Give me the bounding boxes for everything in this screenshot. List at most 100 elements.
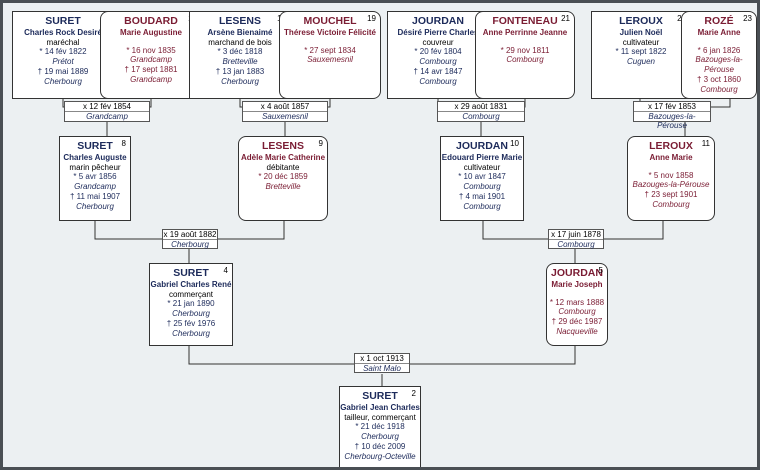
given-names: Adèle Marie Catherine	[240, 152, 326, 162]
surname: LEROUX	[619, 15, 663, 27]
sosa-number: 23	[743, 14, 752, 23]
occupation: tailleur, commerçant	[344, 412, 416, 422]
person-card-19[interactable]: 19 MOUCHEL Thérese Victoire Félicité * 2…	[279, 11, 381, 99]
given-names: Marie Anne	[697, 27, 741, 37]
given-names: Charles Rock Desiré	[24, 27, 102, 37]
sosa-number: 2	[411, 389, 416, 398]
marriage-label-5: x 17 juin 1878 Combourg	[548, 229, 604, 249]
given-names: Anne Marie	[649, 152, 693, 162]
person-card-2[interactable]: 2 SURET Gabriel Jean Charles tailleur, c…	[339, 386, 421, 467]
marriage-date: x 19 août 1882	[163, 230, 217, 241]
birth-place: Sauxemesnil	[307, 55, 353, 65]
death-place: Cherbourg	[172, 328, 210, 338]
sosa-number: 10	[510, 139, 519, 148]
sosa-number: 5	[598, 266, 603, 275]
death-place: Combourg	[463, 201, 501, 211]
marriage-label-2: x 1 oct 1913 Saint Malo	[354, 353, 410, 373]
death-date: † 11 mai 1907	[69, 191, 121, 201]
death-date: † 23 sept 1901	[644, 190, 698, 200]
marriage-place: Combourg	[462, 112, 500, 122]
marriage-date: x 1 oct 1913	[355, 354, 409, 365]
marriage-place: Cherbourg	[171, 240, 209, 250]
marriage-label-11: x 17 fév 1853 Bazouges-la-Pérouse	[633, 101, 711, 130]
person-card-18[interactable]: 18 LESENS Arsène Bienaimé marchand de bo…	[189, 11, 291, 99]
birth-place: Bretteville	[222, 57, 258, 67]
birth-date: * 5 nov 1858	[648, 170, 694, 180]
person-card-21[interactable]: 21 FONTENEAU Anne Perrinne Jeanne * 29 n…	[475, 11, 575, 99]
birth-date: * 29 nov 1811	[500, 45, 550, 55]
occupation: marin pêcheur	[69, 162, 121, 172]
occupation: couvreur	[422, 37, 454, 47]
birth-place: Combourg	[419, 57, 457, 67]
surname: LEROUX	[649, 140, 693, 152]
death-date: † 3 oct 1860	[696, 74, 742, 84]
marriage-place: Combourg	[557, 240, 595, 250]
surname: SURET	[173, 267, 209, 279]
death-place: Grandcamp	[130, 74, 172, 84]
death-place: Nacqueville	[556, 326, 598, 336]
occupation: débitante	[266, 162, 300, 172]
birth-date: * 11 sept 1822	[615, 47, 667, 57]
given-names: Gabriel Jean Charles	[340, 402, 420, 412]
given-names: Edouard Pierre Marie	[441, 152, 523, 162]
given-names: Julien Noël	[619, 27, 663, 37]
sosa-number: 19	[367, 14, 376, 23]
marriage-label-10: x 29 août 1831 Combourg	[437, 101, 525, 122]
birth-place: Bazouges-la-Pérouse	[632, 180, 710, 190]
birth-date: * 6 jan 1826	[697, 45, 741, 55]
death-date: † 14 avr 1847	[413, 66, 463, 76]
birth-date: * 3 déc 1818	[217, 47, 263, 57]
birth-place: Cherbourg	[172, 309, 210, 319]
marriage-place: Grandcamp	[86, 112, 128, 122]
person-card-16[interactable]: 16 SURET Charles Rock Desiré maréchal * …	[12, 11, 114, 99]
birth-date: * 21 déc 1918	[355, 422, 405, 432]
death-place: Cherbourg	[221, 76, 259, 86]
surname: SURET	[362, 390, 398, 402]
death-date: † 4 mai 1901	[458, 191, 506, 201]
surname: JOURDAN	[412, 15, 464, 27]
birth-place: Combourg	[558, 307, 596, 317]
marriage-date: x 12 fév 1854	[65, 102, 149, 113]
birth-place: Bazouges-la-Pérouse	[695, 55, 743, 75]
death-place: Cherbourg-Octeville	[344, 451, 416, 461]
given-names: Marie Augustine	[120, 27, 182, 37]
death-place: Combourg	[700, 84, 738, 94]
person-card-5[interactable]: 5 JOURDAN Marie Joseph * 12 mars 1888 Co…	[546, 263, 608, 346]
death-date: † 13 jan 1883	[215, 66, 265, 76]
sosa-number: 11	[701, 139, 710, 148]
marriage-label-8: x 12 fév 1854 Grandcamp	[64, 101, 150, 122]
sosa-number: 4	[223, 266, 228, 275]
occupation: marchand de bois	[208, 37, 272, 47]
surname: MOUCHEL	[303, 15, 357, 27]
person-card-8[interactable]: 8 SURET Charles Auguste marin pêcheur * …	[59, 136, 131, 221]
birth-date: * 20 fév 1804	[414, 47, 462, 57]
surname: JOURDAN	[456, 140, 508, 152]
person-card-20[interactable]: 20 JOURDAN Désiré Pierre Charles couvreu…	[387, 11, 489, 99]
birth-date: * 10 avr 1847	[458, 172, 506, 182]
birth-place: Combourg	[463, 182, 501, 192]
person-card-4[interactable]: 4 SURET Gabriel Charles René commerçant …	[149, 263, 233, 346]
given-names: Thérese Victoire Félicité	[284, 27, 376, 37]
death-place: Combourg	[652, 199, 690, 209]
person-card-22[interactable]: 22 LEROUX Julien Noël cultivateur * 11 s…	[591, 11, 691, 99]
given-names: Désiré Pierre Charles	[397, 27, 479, 37]
person-card-23[interactable]: 23 ROZÉ Marie Anne * 6 jan 1826 Bazouges…	[681, 11, 757, 99]
sosa-number: 9	[318, 139, 323, 148]
surname: FONTENEAU	[492, 15, 558, 27]
marriage-date: x 17 juin 1878	[549, 230, 603, 241]
person-card-17[interactable]: 17 BOUDARD Marie Augustine * 16 nov 1835…	[100, 11, 202, 99]
birth-date: * 14 fév 1822	[39, 47, 87, 57]
birth-place: Cherbourg	[361, 432, 399, 442]
marriage-date: x 29 août 1831	[438, 102, 524, 113]
surname: BOUDARD	[124, 15, 178, 27]
surname: SURET	[77, 140, 113, 152]
death-date: † 17 sept 1881	[124, 65, 178, 75]
person-card-10[interactable]: 10 JOURDAN Edouard Pierre Marie cultivat…	[440, 136, 524, 221]
birth-place: Grandcamp	[130, 55, 172, 65]
person-card-9[interactable]: 9 LESENS Adèle Marie Catherine débitante…	[238, 136, 328, 221]
occupation: cultivateur	[463, 162, 501, 172]
person-card-11[interactable]: 11 LEROUX Anne Marie * 5 nov 1858 Bazoug…	[627, 136, 715, 221]
sosa-number: 8	[121, 139, 126, 148]
death-place: Combourg	[419, 76, 457, 86]
